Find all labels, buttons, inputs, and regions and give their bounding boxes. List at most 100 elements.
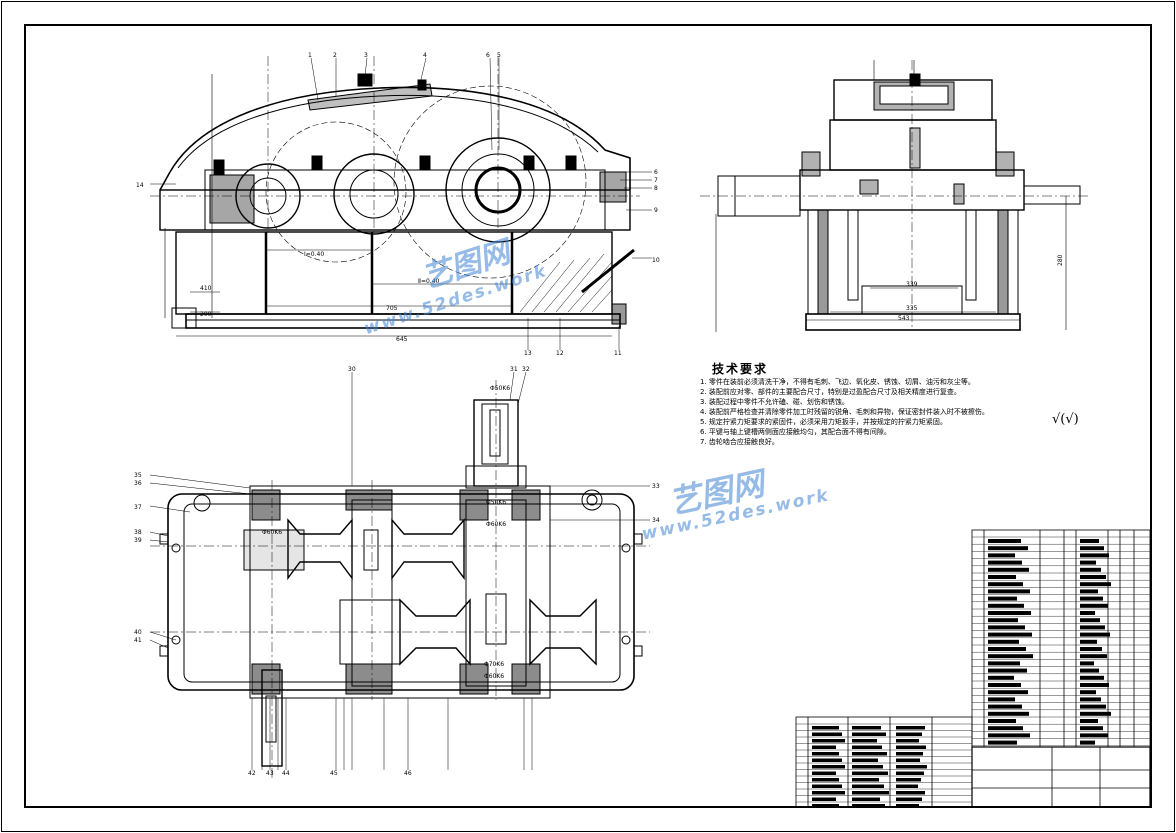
redacted-cell bbox=[988, 733, 1030, 738]
callout-number: 32 bbox=[522, 366, 530, 373]
redacted-cell bbox=[812, 797, 836, 801]
redacted-cells bbox=[812, 539, 1111, 808]
redacted-cell bbox=[1080, 567, 1101, 572]
callout-number: 13 bbox=[524, 350, 532, 357]
callout-number: 1 bbox=[308, 52, 312, 59]
redacted-cell bbox=[1080, 546, 1104, 551]
tech-requirement-line: 5. 规定拧紧力矩要求的紧固件，必须采用力矩扳手，并按规定的拧紧力矩紧固。 bbox=[700, 418, 947, 426]
redacted-cell bbox=[1080, 654, 1107, 659]
redacted-cell bbox=[988, 668, 1027, 673]
dim-label: Φ70K6 bbox=[484, 661, 504, 668]
redacted-cell bbox=[988, 625, 1025, 630]
redacted-cell bbox=[812, 778, 839, 782]
redacted-cell bbox=[812, 752, 839, 756]
dim-label: 410 bbox=[200, 285, 212, 292]
callout-number: 41 bbox=[134, 637, 142, 644]
callout-number: 11 bbox=[614, 350, 622, 357]
redacted-cell bbox=[1080, 639, 1097, 644]
redacted-cell bbox=[988, 611, 1031, 615]
callout-number: 45 bbox=[330, 770, 338, 777]
redacted-cell bbox=[988, 582, 1023, 587]
dim-label: Φ50K6 bbox=[490, 385, 510, 392]
inner-border bbox=[24, 24, 1152, 808]
redacted-cell bbox=[988, 603, 1024, 608]
redacted-cell bbox=[812, 732, 842, 736]
redacted-cell bbox=[988, 740, 1017, 745]
callout-number: 37 bbox=[134, 504, 142, 511]
parts-list bbox=[971, 529, 1151, 748]
callout-number: 10 bbox=[652, 257, 660, 264]
redacted-cell bbox=[988, 539, 1021, 543]
redacted-cell bbox=[988, 560, 1022, 565]
callout-number: 12 bbox=[556, 350, 564, 357]
redacted-cell bbox=[988, 618, 1018, 623]
dim-label: 339 bbox=[906, 281, 918, 288]
redacted-cell bbox=[812, 726, 839, 730]
callout-number: 5 bbox=[497, 52, 501, 59]
callout-number: 42 bbox=[248, 770, 256, 777]
technical-requirements: 技术要求 1. 零件在装前必须清洗干净，不得有毛刺、飞边、氧化皮、锈蚀、切屑、油… bbox=[700, 360, 1000, 447]
dim-label: 645 bbox=[396, 336, 408, 343]
redacted-cell bbox=[852, 784, 884, 788]
redacted-cell bbox=[1080, 719, 1098, 723]
callout-number: 39 bbox=[134, 537, 142, 544]
callout-number: 9 bbox=[654, 207, 658, 214]
redacted-cell bbox=[812, 791, 845, 795]
dim-label: Φ60K6 bbox=[486, 521, 506, 528]
redacted-cell bbox=[988, 632, 1032, 637]
redacted-cell bbox=[988, 647, 1026, 651]
redacted-cell bbox=[896, 726, 925, 730]
tech-requirement-line: 6. 平键与轴上键槽两侧面应接触均匀，其配合面不得有间隙。 bbox=[700, 428, 891, 436]
surface-roughness-symbol: √(√) bbox=[1052, 412, 1079, 427]
redacted-cell bbox=[988, 654, 1033, 659]
redacted-cell bbox=[1080, 603, 1108, 608]
redacted-cell bbox=[1080, 625, 1105, 630]
redacted-cell bbox=[1080, 582, 1111, 587]
redacted-cell bbox=[812, 765, 845, 769]
redacted-cell bbox=[1080, 539, 1099, 543]
redacted-cell bbox=[852, 804, 885, 808]
redacted-cell bbox=[1080, 618, 1100, 623]
title-block bbox=[795, 716, 1151, 808]
dim-label: 543 bbox=[898, 315, 910, 322]
dim-label: Φ60K6 bbox=[262, 529, 282, 536]
callout-number: 40 bbox=[134, 629, 142, 636]
redacted-cell bbox=[988, 675, 1014, 680]
tech-requirement-line: 1. 零件在装前必须清洗干净，不得有毛刺、飞边、氧化皮、锈蚀、切屑、油污和灰尘等… bbox=[700, 378, 975, 386]
redacted-cell bbox=[896, 758, 920, 762]
redacted-cell bbox=[988, 567, 1029, 572]
dim-label: 280 bbox=[1057, 254, 1064, 266]
dim-label: 705 bbox=[386, 305, 398, 312]
redacted-cell bbox=[852, 765, 883, 769]
redacted-cell bbox=[852, 726, 881, 730]
redacted-cell bbox=[812, 804, 839, 808]
redacted-cell bbox=[1080, 704, 1106, 709]
redacted-cell bbox=[988, 683, 1021, 687]
callout-number: 33 bbox=[652, 483, 660, 490]
redacted-cell bbox=[812, 784, 842, 788]
redacted-cell bbox=[1080, 740, 1095, 745]
redacted-cell bbox=[812, 739, 845, 743]
redacted-cell bbox=[852, 739, 877, 743]
redacted-cell bbox=[1080, 711, 1111, 716]
redacted-cell bbox=[896, 732, 922, 736]
redacted-cell bbox=[1080, 647, 1102, 651]
callout-number: 38 bbox=[134, 529, 142, 536]
dim-label: Φ50K6 bbox=[486, 499, 506, 506]
redacted-cell bbox=[852, 778, 879, 782]
redacted-cell bbox=[988, 726, 1023, 731]
redacted-cell bbox=[988, 596, 1017, 601]
callout-number: 46 bbox=[404, 770, 412, 777]
callout-number: 14 bbox=[136, 182, 144, 189]
callout-number: 35 bbox=[134, 472, 142, 479]
redacted-cell bbox=[1080, 733, 1108, 738]
callout-number: 6 bbox=[486, 52, 490, 59]
redacted-cell bbox=[1080, 690, 1096, 695]
redacted-cell bbox=[852, 791, 889, 795]
redacted-cell bbox=[988, 575, 1016, 579]
redacted-cell bbox=[988, 589, 1030, 594]
callout-number: 6 bbox=[654, 169, 658, 176]
redacted-cell bbox=[1080, 726, 1103, 731]
